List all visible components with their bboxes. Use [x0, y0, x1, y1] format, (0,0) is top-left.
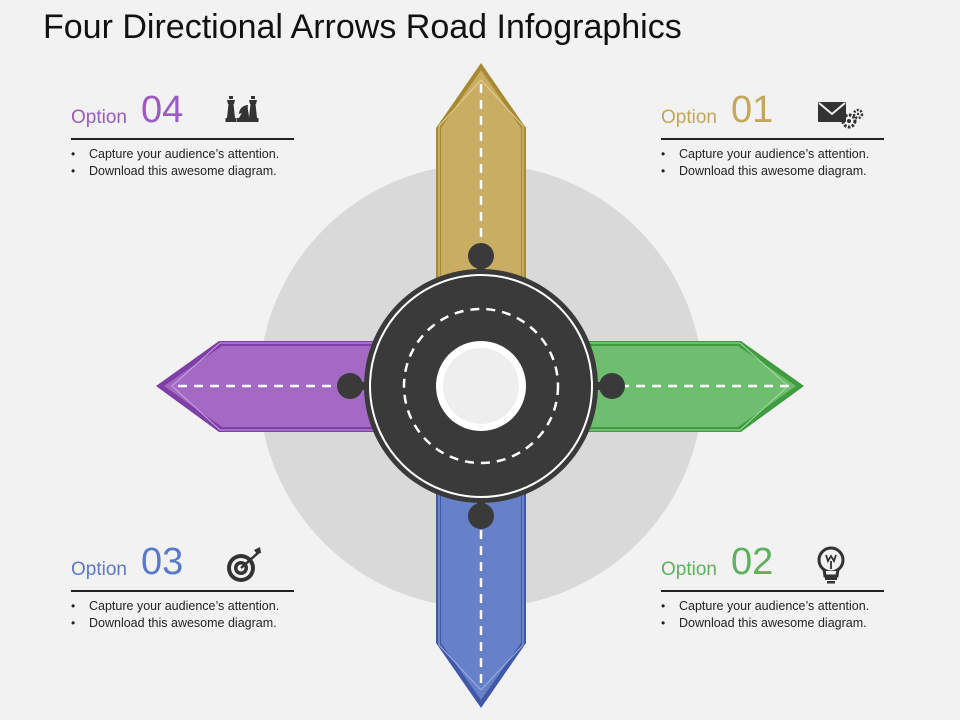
option-03-label: Option	[71, 559, 127, 580]
option-01-panel: Option 01 Capture your audience’s attent…	[661, 89, 884, 179]
option-01-bullets: Capture your audience’s attention. Downl…	[661, 140, 884, 179]
option-04-label: Option	[71, 107, 127, 128]
option-03-panel: Option 03 Capture your audience’s attent…	[71, 541, 294, 631]
target-icon	[227, 547, 261, 582]
option-04-panel: Option 04 Capture your audience’s attent…	[71, 89, 294, 179]
option-02-header: Option 02	[661, 541, 884, 592]
option-03-bullet-1: Capture your audience’s attention.	[71, 598, 294, 615]
arrow-down-blue	[436, 472, 526, 708]
chess-icon	[225, 96, 259, 122]
mail-gear-icon	[818, 102, 864, 129]
arrow-right-green	[562, 341, 804, 432]
option-02-number: 02	[731, 541, 774, 583]
option-02-bullet-1: Capture your audience’s attention.	[661, 598, 884, 615]
option-02-panel: Option 02 Capture your audience’s attent…	[661, 541, 884, 631]
arrow-up-gold	[436, 63, 526, 300]
option-01-header: Option 01	[661, 89, 884, 140]
option-03-number: 03	[141, 541, 184, 583]
option-02-label: Option	[661, 559, 717, 580]
option-03-header: Option 03	[71, 541, 294, 592]
option-04-number: 04	[141, 89, 184, 131]
option-03-bullets: Capture your audience’s attention. Downl…	[71, 592, 294, 631]
option-01-label: Option	[661, 107, 717, 128]
page-title: Four Directional Arrows Road Infographic…	[43, 8, 682, 46]
option-02-bullets: Capture your audience’s attention. Downl…	[661, 592, 884, 631]
option-04-bullet-2: Download this awesome diagram.	[71, 163, 294, 180]
option-03-bullet-2: Download this awesome diagram.	[71, 615, 294, 632]
option-02-bullet-2: Download this awesome diagram.	[661, 615, 884, 632]
option-01-bullet-1: Capture your audience’s attention.	[661, 146, 884, 163]
lightbulb-icon	[817, 546, 845, 584]
option-01-bullet-2: Download this awesome diagram.	[661, 163, 884, 180]
roundabout	[337, 243, 625, 529]
option-01-number: 01	[731, 89, 774, 131]
arrow-left-purple	[156, 341, 400, 432]
option-04-bullet-1: Capture your audience’s attention.	[71, 146, 294, 163]
option-04-header: Option 04	[71, 89, 294, 140]
option-04-bullets: Capture your audience’s attention. Downl…	[71, 140, 294, 179]
